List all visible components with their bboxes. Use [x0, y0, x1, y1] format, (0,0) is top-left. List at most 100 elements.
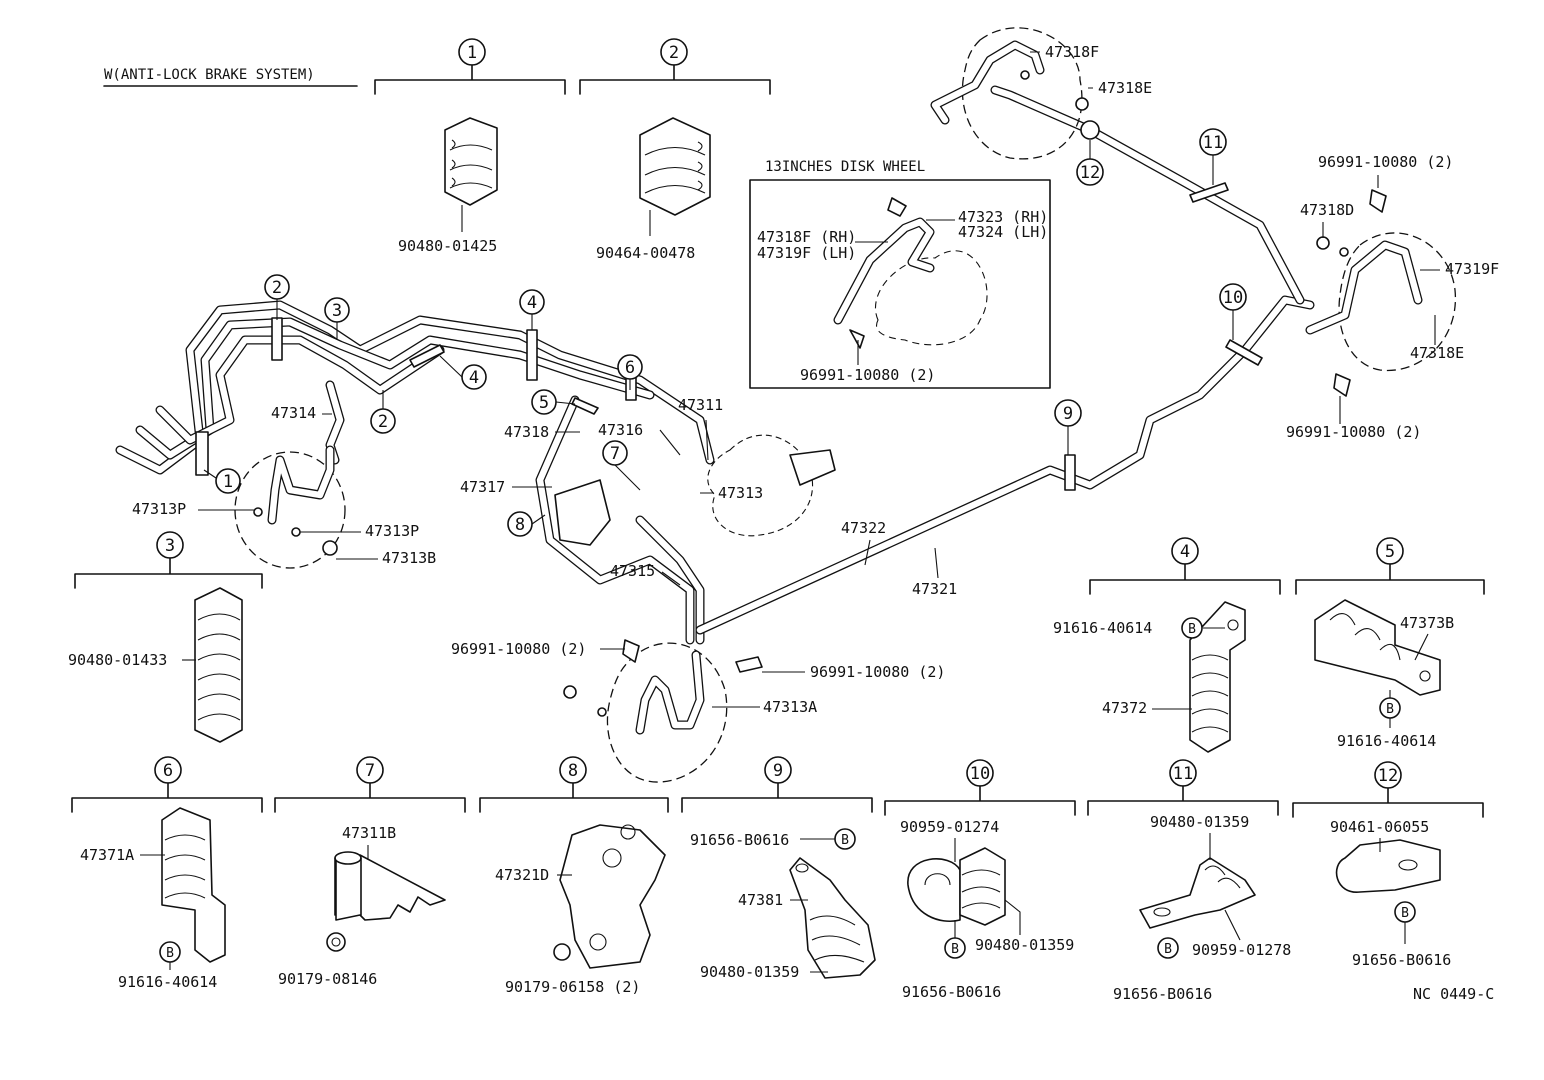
clamp-6-tube-icon [194, 587, 243, 743]
clip-ring-icon [907, 858, 961, 922]
bracket-clip-icon [1139, 857, 1256, 929]
clamp-group-4: 4 91616-40614 B 47372 [1053, 537, 1281, 753]
p-clip-icon [1335, 839, 1441, 893]
clamp-group-6: 6 47371A B 91616-40614 [71, 756, 263, 991]
clamp-4-tube-bracket-icon [161, 807, 226, 963]
callout-label-10: 10 [970, 764, 990, 784]
part-91616-40614-c5: 91616-40614 [1337, 732, 1436, 750]
callout-label-5: 5 [1385, 542, 1395, 562]
part-47372: 47372 [1102, 699, 1147, 717]
inset-frame [749, 179, 1051, 389]
callout-9-main: 9 [1063, 404, 1073, 424]
part-90480-01359-c11: 90480-01359 [1150, 813, 1249, 831]
part-96991-10080-inset: 96991-10080 (2) [800, 366, 935, 384]
clamp-group-11: 11 90480-01359 B 91656-B0616 90959-01278 [1087, 759, 1291, 1003]
clamp-3-tube-wide-icon [639, 117, 711, 216]
part-47318f-rh: 47318F (RH) [757, 228, 856, 246]
callout-2-main: 2 [272, 278, 282, 298]
clamp-group-8: 8 47321D 90179-06158 (2) [479, 756, 669, 996]
callout-6-main: 6 [625, 358, 635, 378]
callout-1-main: 1 [223, 472, 233, 492]
front-right-brake [563, 639, 763, 783]
rear-left-brake [930, 27, 1089, 160]
callout-label-4: 4 [1180, 542, 1190, 562]
part-91616-40614-c6: 91616-40614 [118, 973, 217, 991]
b-marker-c5: B [1386, 702, 1394, 717]
part-90480-01433: 90480-01433 [68, 651, 167, 669]
part-47371a: 47371A [80, 846, 134, 864]
inset-title: 13INCHES DISK WHEEL [765, 159, 925, 175]
part-90464-00478: 90464-00478 [596, 244, 695, 262]
part-90480-01425: 90480-01425 [398, 237, 497, 255]
callout-4-main: 4 [527, 293, 537, 313]
callout-label-3: 3 [165, 536, 175, 556]
clamp-group-7: 7 47311B 90179-08146 [274, 756, 466, 988]
callout-label-11: 11 [1173, 764, 1193, 784]
clip-12-marker [1080, 120, 1100, 140]
bracket-strap-icon [789, 857, 876, 979]
clamp-group-3: 3 90480-01433 [68, 531, 263, 743]
clamp-2-tube-bracket-icon [1314, 599, 1441, 696]
part-47319f-lh: 47319F (LH) [757, 244, 856, 262]
part-96991-10080-rear-bottom: 96991-10080 (2) [1286, 423, 1421, 441]
part-91656-b0616-c10: 91656-B0616 [902, 983, 1001, 1001]
part-47321: 47321 [912, 580, 957, 598]
part-90461-06055: 90461-06055 [1330, 818, 1429, 836]
bolt-icon-2 [553, 943, 571, 961]
part-90179-06158: 90179-06158 (2) [505, 978, 640, 996]
part-47314: 47314 [271, 404, 316, 422]
abs-actuator [554, 479, 611, 546]
callout-label-2: 2 [669, 43, 679, 63]
part-47322: 47322 [841, 519, 886, 537]
b-marker-c4: B [1188, 622, 1196, 637]
part-47311: 47311 [678, 396, 723, 414]
callout-label-8: 8 [568, 761, 578, 781]
callout-label-9: 9 [773, 761, 783, 781]
part-47316: 47316 [598, 421, 643, 439]
part-91656-b0616-c11: 91656-B0616 [1113, 985, 1212, 1003]
callout-7-main: 7 [610, 444, 620, 464]
callout-label-12: 12 [1378, 766, 1398, 786]
clamp-group-2: 2 90464-00478 [579, 38, 771, 262]
part-96991-10080-front-right: 96991-10080 (2) [810, 663, 945, 681]
part-47318d: 47318D [1300, 201, 1354, 219]
front-left-brake [234, 445, 346, 569]
brake-tube-bundle [115, 85, 1315, 645]
part-90179-08146: 90179-08146 [278, 970, 377, 988]
part-47317: 47317 [460, 478, 505, 496]
b-marker-c6: B [166, 946, 174, 961]
part-47318e-right: 47318E [1410, 344, 1464, 362]
part-47381: 47381 [738, 891, 783, 909]
callout-10-main: 10 [1223, 288, 1243, 308]
bracket-cast-icon [559, 824, 666, 969]
part-47319f: 47319F [1445, 260, 1499, 278]
bracket-icon [335, 854, 446, 921]
clamp-3-tube-icon [444, 117, 498, 206]
part-47313a: 47313A [763, 698, 817, 716]
callout-11-main: 11 [1203, 133, 1223, 153]
part-90480-01359-c9: 90480-01359 [700, 963, 799, 981]
part-96991-10080-rear-top: 96991-10080 (2) [1318, 153, 1453, 171]
part-47324-lh: 47324 (LH) [958, 223, 1048, 241]
main-callouts: 2 3 4 4 2 1 6 5 7 8 9 10 11 12 [203, 128, 1247, 537]
b-marker-c10: B [951, 942, 959, 957]
callout-2-main-b: 2 [378, 412, 388, 432]
callout-4-main-b: 4 [469, 368, 479, 388]
callout-8-main: 8 [515, 515, 525, 535]
part-90959-01274: 90959-01274 [900, 818, 999, 836]
b-marker-c9: B [841, 833, 849, 848]
clamp-group-5: 5 47373B B 91616-40614 [1295, 537, 1485, 750]
bolt-icon [326, 932, 346, 952]
part-91616-40614-c4: 91616-40614 [1053, 619, 1152, 637]
clamp-group-12: 12 90461-06055 B 91656-B0616 [1292, 761, 1484, 969]
part-90959-01278: 90959-01278 [1192, 941, 1291, 959]
part-91656-b0616-c9: 91656-B0616 [690, 831, 789, 849]
part-96991-10080-front: 96991-10080 (2) [451, 640, 586, 658]
part-90480-01359-c10: 90480-01359 [975, 936, 1074, 954]
part-47373b: 47373B [1400, 614, 1454, 632]
b-marker-c11: B [1164, 942, 1172, 957]
part-47318e-rear: 47318E [1098, 79, 1152, 97]
part-47311b: 47311B [342, 824, 396, 842]
system-header-label: W(ANTI-LOCK BRAKE SYSTEM) [104, 67, 315, 83]
